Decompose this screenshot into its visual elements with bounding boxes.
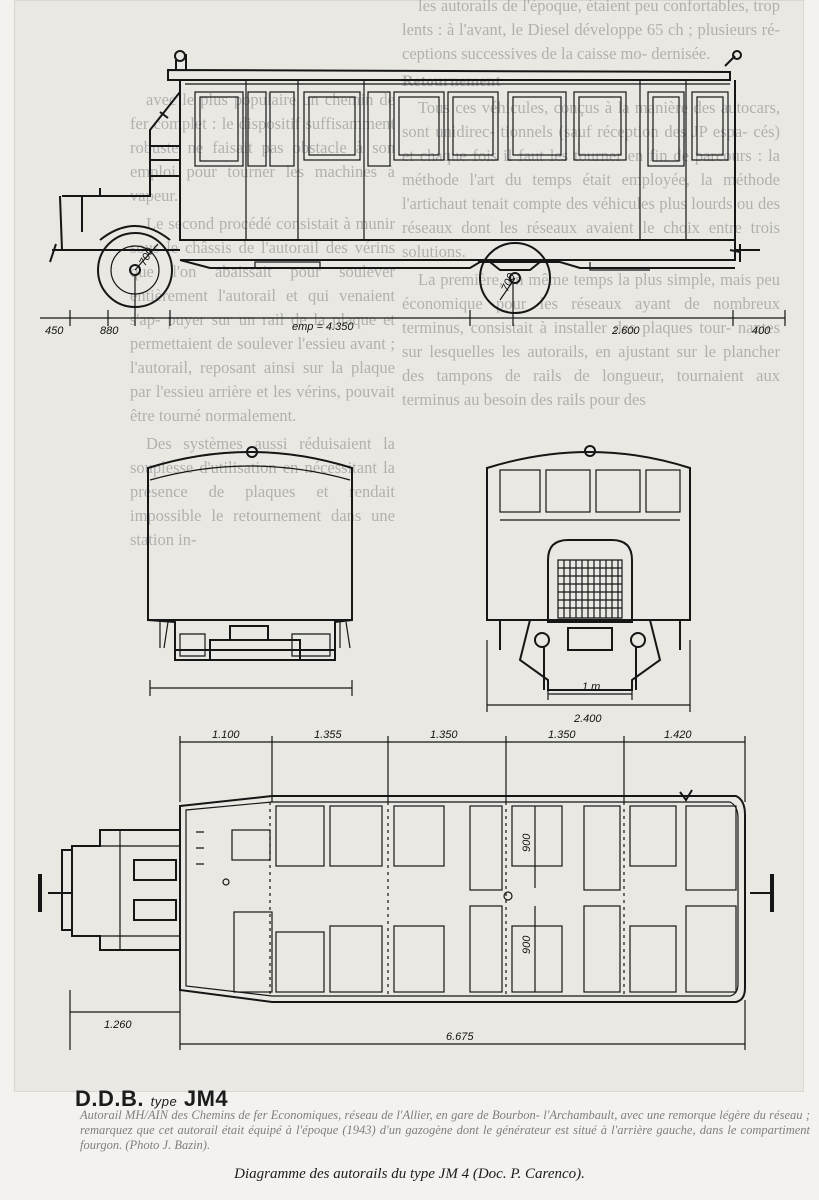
- dim-total-length: 6.675: [446, 1031, 474, 1043]
- dim-wheelbase: emp = 4.350: [292, 321, 354, 333]
- drawing-label: D.D.B. type JM4: [75, 1086, 229, 1111]
- dim-plan-4: 1.350: [548, 729, 576, 741]
- dim-plan-1: 1.100: [212, 729, 240, 741]
- dim-width: 2.400: [573, 713, 602, 725]
- photo-caption: Autorail MH/AIN des Chemins de fer Econo…: [80, 1108, 810, 1152]
- dim-plan-3: 1.350: [430, 729, 458, 741]
- figure-caption: Diagramme des autorails du type JM 4 (Do…: [234, 1166, 585, 1182]
- dim-aisle-upper: 900: [521, 833, 533, 852]
- front-end-view: [486, 445, 691, 712]
- dim-front-axle: 880: [100, 325, 119, 337]
- drawing-sheet: [14, 0, 804, 1092]
- dim-track: 1 m: [582, 681, 600, 693]
- dim-front-overhang: 450: [45, 325, 64, 337]
- dim-aisle-lower: 900: [521, 935, 533, 954]
- bleed-through-text-left: avec le plus populaire un chemin de fer …: [130, 90, 395, 549]
- dim-rear: 2.600: [611, 325, 640, 337]
- rear-end-view: [147, 446, 353, 696]
- dim-rear-overhang: 400: [752, 325, 771, 337]
- dim-hood: 1.260: [104, 1019, 132, 1031]
- plan-view: [38, 736, 774, 1050]
- dim-plan-5: 1.420: [664, 729, 692, 741]
- dim-plan-2: 1.355: [314, 729, 342, 741]
- side-elevation: [40, 50, 786, 326]
